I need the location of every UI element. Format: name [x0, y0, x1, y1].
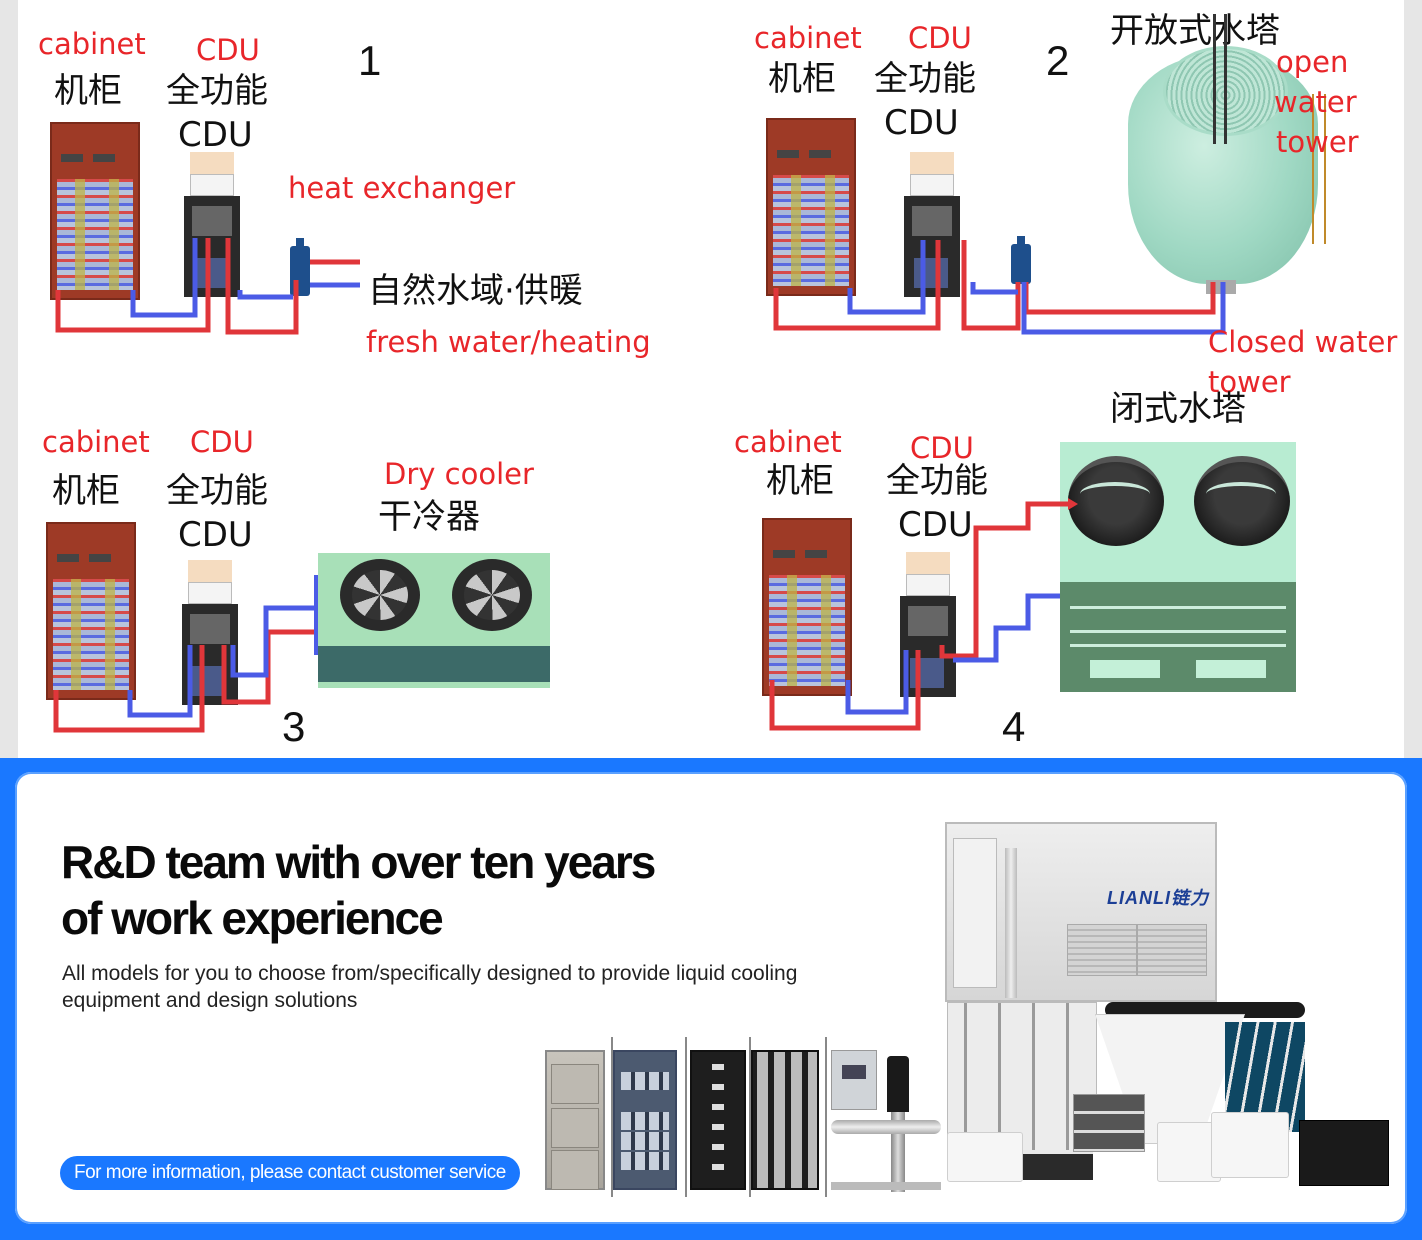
- server-cabinet: [46, 522, 136, 700]
- heat-exchanger: [1011, 236, 1031, 284]
- product-server-cabinet: [751, 1050, 819, 1190]
- product-pump-skid: [831, 1050, 941, 1192]
- promo-banner: R&D team with over ten years of work exp…: [0, 758, 1422, 1240]
- divider: [685, 1037, 687, 1197]
- headline-line-2: of work experience: [61, 892, 444, 944]
- product-rack-cabinet: [690, 1050, 746, 1190]
- cabinet-label-en: cabinet: [42, 425, 150, 459]
- closed-tower-label-en-2: tower: [1208, 365, 1291, 399]
- pipe-lines: [773, 240, 1226, 335]
- heat-exchanger-label: heat exchanger: [288, 171, 516, 205]
- cdu-label-zh-2: CDU: [884, 103, 959, 143]
- cdu-label-en: CDU: [908, 21, 972, 55]
- dry-cooler-label-en: Dry cooler: [384, 457, 534, 491]
- cdu-label-zh: 全功能: [166, 471, 268, 511]
- fan-icon: [1068, 456, 1164, 546]
- closed-tower-label-en-1: Closed water: [1208, 325, 1398, 359]
- cdu-unit: [900, 552, 956, 697]
- product-immersion-tank-black: [1299, 1120, 1389, 1186]
- server-cabinet: [762, 518, 852, 696]
- quadrant-number: 1: [358, 37, 382, 84]
- cdu-label-zh-2: CDU: [178, 515, 253, 555]
- cabinet-label-zh: 机柜: [768, 59, 836, 99]
- product-small-cdu: [947, 1132, 1023, 1182]
- fresh-water-label-en: fresh water/heating: [366, 325, 651, 359]
- divider: [611, 1037, 613, 1197]
- open-tower-label-en-3: tower: [1276, 125, 1359, 159]
- pipe-lines: [53, 575, 318, 733]
- open-water-tower: [1128, 14, 1326, 294]
- cdu-label-zh-2: CDU: [898, 505, 973, 545]
- product-lineup-image: LIANLI链力: [535, 822, 1395, 1202]
- cdu-unit: [904, 152, 960, 297]
- cdu-label-en: CDU: [196, 33, 260, 67]
- contact-customer-service-button[interactable]: For more information, please contact cus…: [60, 1156, 520, 1190]
- quadrant-number: 4: [1002, 703, 1026, 750]
- pipe-lines: [55, 238, 360, 335]
- product-immersion-tank-white: [1211, 1112, 1289, 1178]
- product-stacked-units: [1073, 1094, 1145, 1152]
- cdu-label-zh: 全功能: [166, 71, 268, 111]
- dry-cooler-label-zh: 干冷器: [378, 497, 480, 537]
- closed-water-tower: [1046, 442, 1296, 697]
- cabinet-label-zh: 机柜: [52, 471, 120, 511]
- pipe-lines: [769, 498, 1078, 731]
- server-cabinet: [766, 118, 856, 296]
- product-container-cooling-tower: LIANLI链力: [945, 822, 1217, 1002]
- open-tower-label-en-2: water: [1274, 85, 1357, 119]
- product-rack-cdu: [1023, 1150, 1093, 1180]
- cooling-topology-diagram: cabinet CDU 1 机柜 全功能 CDU heat exchanger …: [18, 0, 1404, 758]
- fan-icon: [452, 559, 532, 631]
- cdu-label-en: CDU: [910, 431, 974, 465]
- cdu-label-zh: 全功能: [874, 59, 976, 99]
- quadrant-number: 3: [282, 703, 306, 750]
- product-cdu-cabinet: [613, 1050, 677, 1190]
- divider: [825, 1037, 827, 1197]
- subtext: All models for you to choose from/specif…: [62, 962, 798, 1012]
- fan-icon: [340, 559, 420, 631]
- headline: R&D team with over ten years of work exp…: [61, 834, 761, 946]
- promo-card: R&D team with over ten years of work exp…: [15, 772, 1407, 1224]
- cabinet-label-zh: 机柜: [54, 71, 122, 111]
- divider: [749, 1037, 751, 1197]
- fan-icon: [1194, 456, 1290, 546]
- cabinet-label-zh: 机柜: [766, 461, 834, 501]
- closed-tower-label-zh: 闭式水塔: [1110, 389, 1246, 429]
- cabinet-label-en: cabinet: [38, 27, 146, 61]
- product-chiller: [1157, 1122, 1221, 1182]
- server-cabinet: [50, 122, 140, 300]
- headline-line-1: R&D team with over ten years: [61, 836, 656, 888]
- cabinet-label-en: cabinet: [754, 21, 862, 55]
- open-tower-label-en-1: open: [1276, 45, 1349, 79]
- cabinet-label-en: cabinet: [734, 425, 842, 459]
- cdu-label-zh: 全功能: [886, 461, 988, 501]
- open-tower-label-zh: 开放式水塔: [1110, 11, 1280, 51]
- fresh-water-label-zh: 自然水域·供暖: [368, 271, 583, 311]
- product-steel-cabinet: [545, 1050, 605, 1190]
- lianli-logo: LIANLI链力: [1107, 888, 1209, 908]
- cdu-label-en: CDU: [190, 425, 254, 459]
- cdu-label-zh-2: CDU: [178, 115, 253, 155]
- quadrant-number: 2: [1046, 37, 1070, 84]
- dry-cooler-unit: [318, 553, 550, 688]
- product-container-lower: [947, 1002, 1097, 1152]
